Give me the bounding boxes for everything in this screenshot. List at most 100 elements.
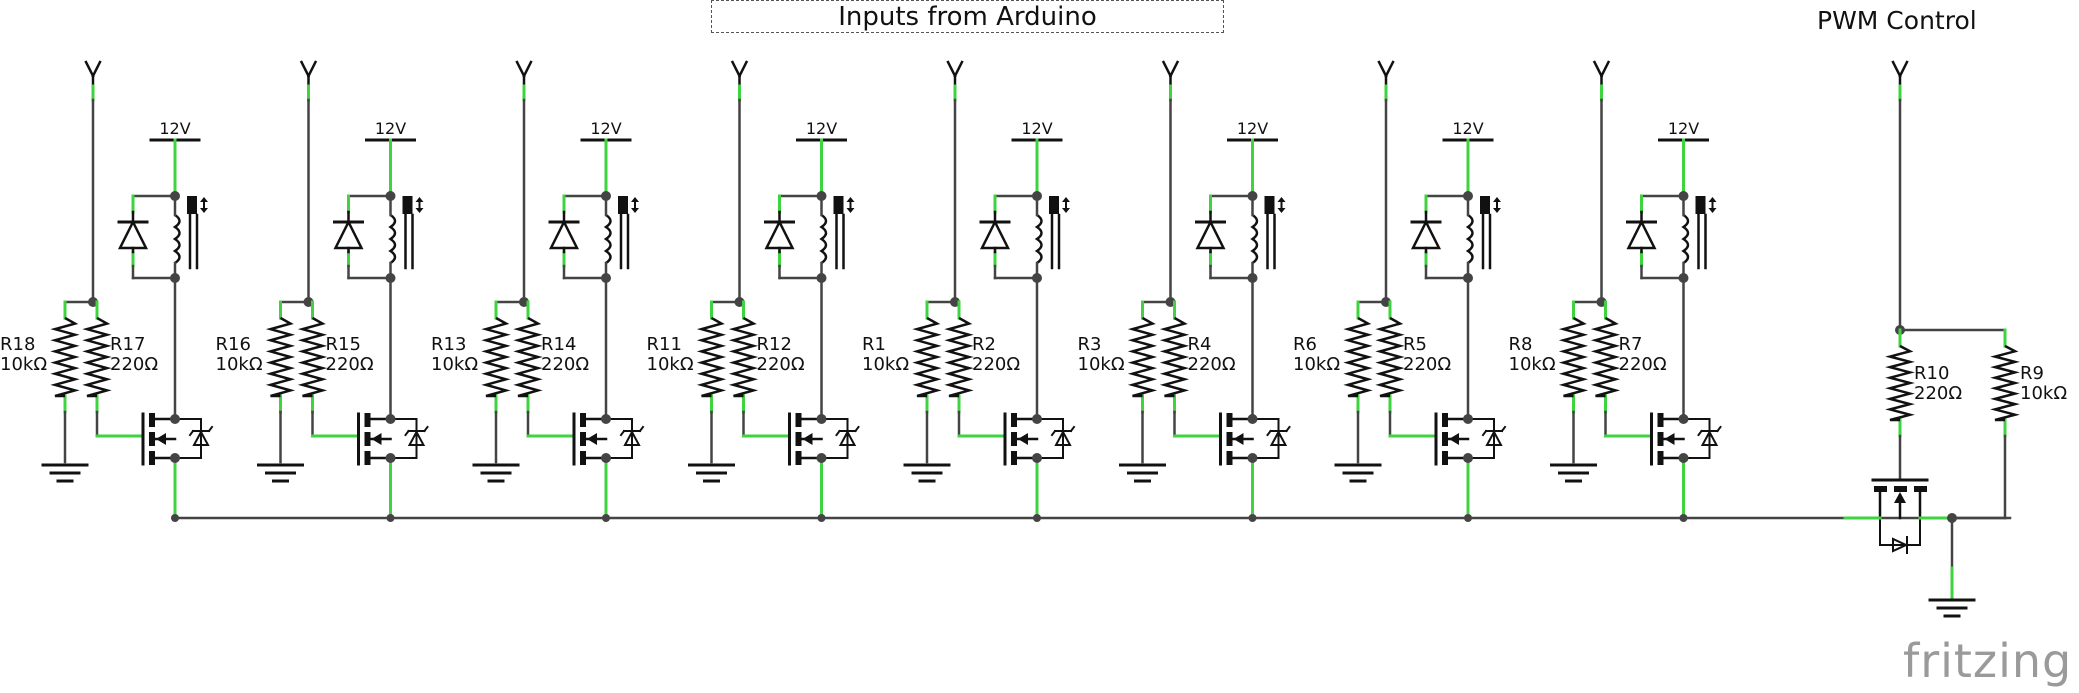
resistor-zigzag	[265, 316, 296, 398]
flyback-diode	[1410, 194, 1442, 268]
resistor-zigzag	[1990, 344, 2020, 422]
relay-symbol	[1681, 196, 1717, 270]
relay-coil	[388, 213, 397, 265]
junction-dot	[1032, 453, 1042, 463]
label-r4-value: 220Ω	[1188, 354, 1236, 375]
supply-12v-label: 12V	[1237, 119, 1268, 138]
label-r6-value: 10kΩ	[1293, 354, 1340, 375]
resistor-zigzag	[1590, 316, 1621, 398]
label-r8: R8	[1509, 334, 1533, 355]
relay-coil	[172, 213, 181, 265]
mosfet-arrow	[1233, 433, 1244, 445]
relay-arrows	[200, 197, 208, 213]
body-diode	[1485, 429, 1503, 446]
relay-symbol	[1250, 196, 1286, 270]
label-r15: R15	[326, 334, 361, 355]
label-r13-value: 10kΩ	[431, 354, 478, 375]
label-r5-value: 220Ω	[1403, 354, 1451, 375]
input-terminal-symbol	[1891, 60, 1909, 102]
input-terminal-symbol	[946, 60, 964, 102]
ground-symbol	[472, 463, 520, 483]
label-r9: R9	[2020, 363, 2044, 384]
label-r11: R11	[647, 334, 682, 355]
input-terminal-symbol	[1161, 60, 1180, 102]
input-terminal-symbol	[299, 60, 318, 102]
body-diode	[838, 429, 857, 446]
ground-symbol	[903, 463, 951, 483]
pwm-mosfet-arrow	[1894, 492, 1906, 503]
junction-dot	[385, 453, 396, 463]
relay-coil	[1465, 213, 1474, 265]
input-terminal-symbol	[1377, 60, 1395, 102]
label-r16-value: 10kΩ	[216, 354, 263, 375]
body-diode	[623, 429, 641, 446]
relay-symbol	[603, 196, 639, 270]
resistor-r11	[696, 300, 727, 414]
label-r1: R1	[862, 334, 886, 355]
label-r10: R10	[1914, 363, 1949, 384]
diode-triangle	[333, 219, 364, 250]
relay-arrows	[1277, 197, 1286, 213]
supply-12v: 12V	[580, 119, 632, 142]
resistor-r2	[944, 300, 974, 414]
diode-triangle	[979, 219, 1011, 250]
label-r8-value: 10kΩ	[1509, 354, 1556, 375]
resistor-r8	[1558, 300, 1589, 414]
resistor-r15	[297, 300, 328, 414]
relay-symbol	[1034, 196, 1070, 270]
supply-12v-label: 12V	[1021, 119, 1052, 138]
resistor-zigzag	[1127, 316, 1158, 398]
body-diode	[1269, 429, 1288, 446]
junction-dot	[386, 514, 395, 522]
junction-dot	[1033, 514, 1041, 522]
ground-symbol	[1334, 463, 1382, 483]
supply-12v-label: 12V	[590, 119, 621, 138]
input-terminal-symbol	[84, 60, 102, 102]
inputs-from-arduino-label: Inputs from Arduino	[838, 1, 1097, 32]
label-r3-value: 10kΩ	[1078, 354, 1125, 375]
flyback-diode	[764, 194, 795, 268]
mosfet-arrow	[1018, 433, 1028, 445]
mosfet-arrow	[371, 433, 382, 445]
relay-arrows	[846, 197, 855, 213]
mosfet-symbol	[1434, 412, 1507, 466]
flyback-diode	[548, 194, 580, 268]
label-r13: R13	[431, 334, 466, 355]
diode-triangle	[117, 219, 149, 250]
label-r2-value: 220Ω	[972, 354, 1020, 375]
junction-dot	[1247, 414, 1258, 424]
ground-symbol	[688, 463, 735, 483]
junction-dot	[170, 453, 180, 463]
resistor-zigzag	[1885, 344, 1915, 422]
junction-dot	[601, 453, 611, 463]
resistor-zigzag	[297, 316, 328, 398]
pwm-mosfet-symbol	[1871, 478, 1929, 554]
junction-dot	[171, 514, 179, 522]
label-r12: R12	[757, 334, 792, 355]
junction-dot	[1464, 514, 1472, 522]
resistor-zigzag	[912, 316, 942, 398]
supply-12v-label: 12V	[1668, 119, 1699, 138]
label-r17-value: 220Ω	[110, 354, 158, 375]
relay-contact	[1695, 196, 1706, 214]
label-r1-value: 10kΩ	[862, 354, 909, 375]
relay-arrows	[1708, 197, 1717, 213]
junction-dot	[1247, 453, 1258, 463]
mosfet-arrow	[156, 433, 166, 445]
flyback-diode	[117, 194, 149, 268]
junction-dot	[1463, 414, 1473, 424]
resistor-r10	[1885, 328, 1915, 438]
relay-contact	[1049, 196, 1059, 214]
junction-dot	[385, 414, 396, 424]
body-diode	[1700, 429, 1719, 446]
flyback-diode	[333, 194, 364, 268]
relay-coil	[819, 213, 828, 265]
input-terminal-symbol	[730, 60, 749, 102]
junction-dot	[1679, 514, 1688, 522]
relay-arrows	[631, 197, 639, 213]
